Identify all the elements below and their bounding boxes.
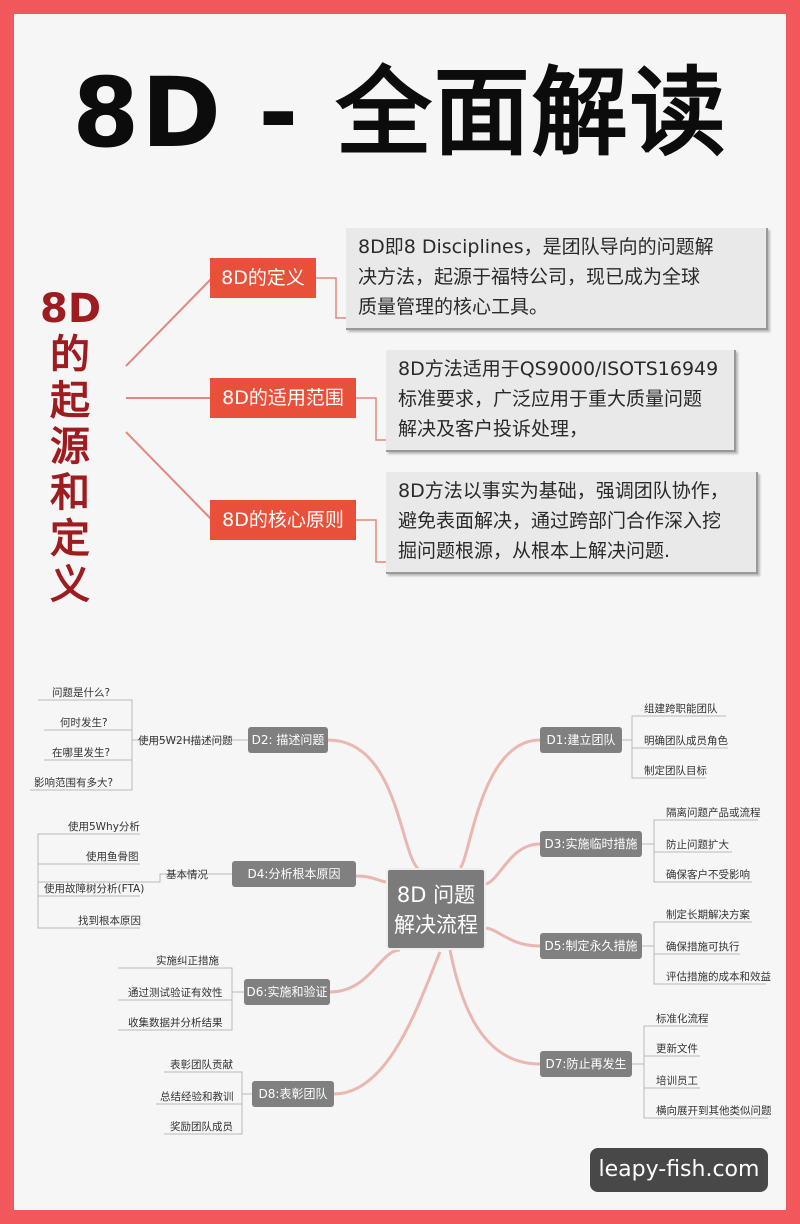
desc-definition: 8D即8 Disciplines，是团队导向的问题解 决方法，起源于福特公司，现…: [346, 228, 768, 330]
d2-leaf: 影响范围有多大?: [34, 777, 114, 789]
desc-line: 避免表面解决，通过跨部门合作深入挖: [398, 510, 722, 532]
node-d3: D3:实施临时措施: [540, 831, 642, 857]
d8-leaf: 总结经验和教训: [160, 1091, 234, 1103]
vtitle-char: 义: [50, 562, 90, 608]
d8-leaf: 奖励团队成员: [170, 1121, 233, 1133]
d7-leaf: 横向展开到其他类似问题: [656, 1105, 772, 1117]
d2-leaf: 问题是什么?: [52, 687, 111, 699]
center-line: 解决流程: [394, 913, 478, 937]
vtitle-char: 定: [50, 516, 90, 562]
desc-line: 8D方法适用于QS9000/ISOTS16949: [398, 358, 719, 380]
vertical-section-title: 8D 的 起 源 和 定 义: [40, 286, 102, 608]
d6-leaf: 收集数据并分析结果: [128, 1017, 223, 1029]
d5-leaf: 评估措施的成本和效益: [666, 971, 771, 983]
d2-sub-label: 使用5W2H描述问题: [138, 735, 233, 747]
watermark: leapy-fish.com: [590, 1148, 768, 1192]
desc-line: 8D方法以事实为基础，强调团队协作，: [398, 480, 729, 502]
d3-leaf: 隔离问题产品或流程: [666, 807, 761, 819]
center-line: 8D 问题: [396, 883, 476, 907]
vtitle-char: 起: [50, 378, 90, 424]
page-title: 8D - 全面解读: [72, 57, 728, 169]
node-d8: D8:表彰团队: [252, 1081, 334, 1107]
d7-leaf: 培训员工: [656, 1075, 698, 1087]
node-d2: D2: 描述问题: [248, 727, 328, 753]
node-d6: D6:实施和验证: [244, 979, 330, 1005]
d2-leaf: 何时发生?: [60, 717, 108, 729]
vtitle-char: 和: [50, 470, 90, 516]
d4-sub-label: 基本情况: [166, 869, 208, 881]
desc-line: 掘问题根源，从根本上解决问题.: [398, 540, 671, 562]
d4-leaf: 使用5Why分析: [68, 821, 140, 833]
desc-line: 解决及客户投诉处理，: [398, 418, 589, 440]
desc-principles: 8D方法以事实为基础，强调团队协作， 避免表面解决，通过跨部门合作深入挖 掘问题…: [386, 472, 758, 574]
desc-line: 质量管理的核心工具。: [358, 296, 549, 318]
topic-scope: 8D的适用范围: [210, 378, 356, 418]
node-d5: D5:制定永久措施: [540, 933, 642, 959]
d3-leaf: 防止问题扩大: [666, 839, 729, 851]
d4-leaf: 找到根本原因: [78, 915, 141, 927]
d5-leaf: 制定长期解决方案: [666, 909, 750, 921]
node-d4: D4:分析根本原因: [232, 861, 356, 887]
poster-card: [14, 14, 786, 1210]
topic-definition: 8D的定义: [210, 258, 316, 298]
node-d7: D7:防止再发生: [540, 1051, 632, 1077]
d1-leaf: 组建跨职能团队: [644, 703, 718, 715]
d6-leaf: 实施纠正措施: [156, 955, 219, 967]
d2-leaf: 在哪里发生?: [52, 747, 111, 759]
d3-leaf: 确保客户不受影响: [666, 869, 750, 881]
d7-leaf: 更新文件: [656, 1043, 698, 1055]
d7-leaf: 标准化流程: [656, 1013, 709, 1025]
desc-line: 标准要求，广泛应用于重大质量问题: [398, 388, 703, 410]
d8-leaf: 表彰团队贡献: [170, 1059, 233, 1071]
vtitle-char: 源: [50, 424, 90, 470]
vtitle-char: 8D: [40, 286, 102, 332]
topic-principles: 8D的核心原则: [210, 500, 356, 540]
d1-leaf: 明确团队成员角色: [644, 735, 728, 747]
desc-scope: 8D方法适用于QS9000/ISOTS16949 标准要求，广泛应用于重大质量问…: [386, 350, 736, 452]
d4-leaf: 使用鱼骨图: [86, 851, 139, 863]
d6-leaf: 通过测试验证有效性: [128, 987, 223, 999]
desc-line: 8D即8 Disciplines，是团队导向的问题解: [358, 236, 714, 258]
mindmap-center-node: 8D 问题 解决流程: [386, 868, 486, 950]
d1-leaf: 制定团队目标: [644, 765, 707, 777]
vtitle-char: 的: [50, 332, 90, 378]
node-d1: D1:建立团队: [540, 727, 622, 753]
desc-line: 决方法，起源于福特公司，现已成为全球: [358, 266, 701, 288]
d5-leaf: 确保措施可执行: [666, 941, 740, 953]
d4-leaf: 使用故障树分析(FTA): [44, 883, 145, 895]
